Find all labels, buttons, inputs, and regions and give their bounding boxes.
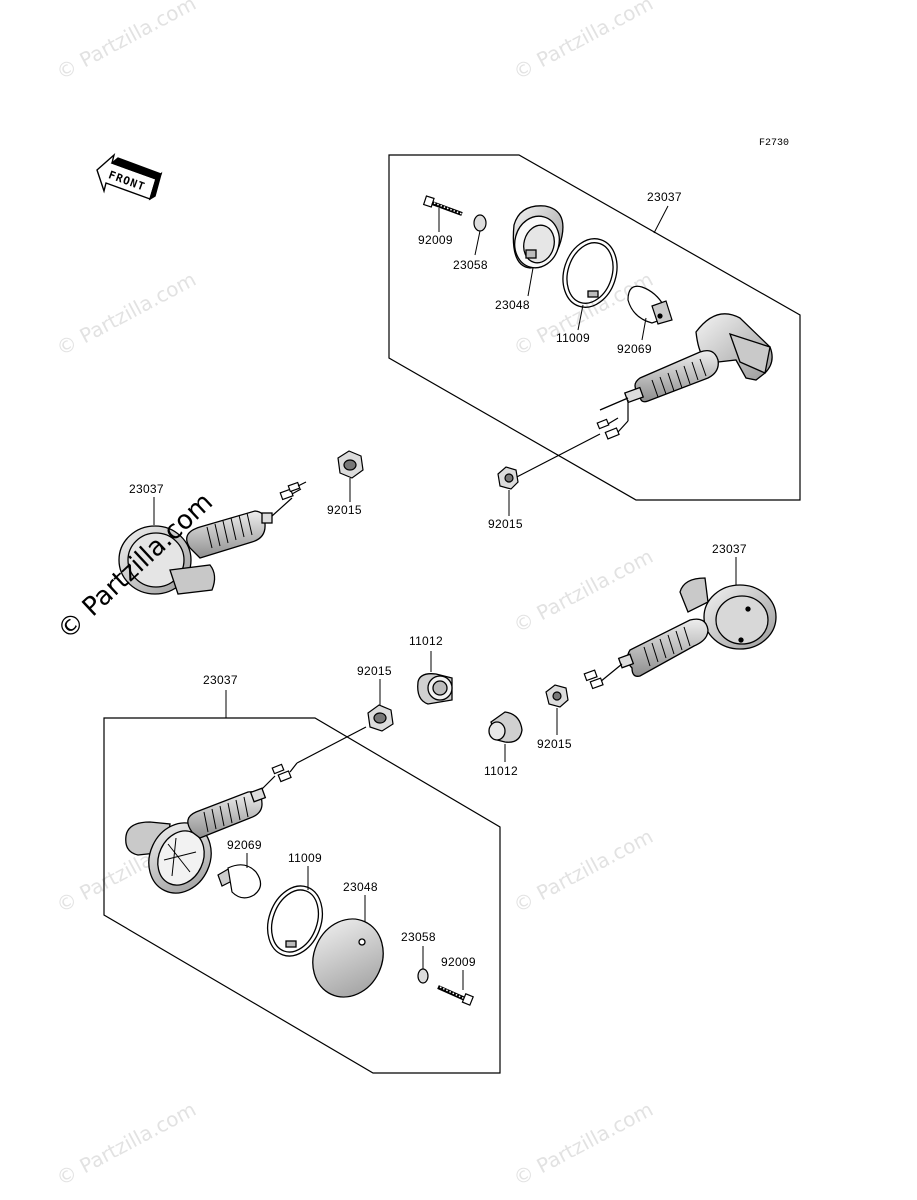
leader-line bbox=[577, 304, 584, 331]
bulb-92069-bottom bbox=[217, 864, 262, 899]
wire-connector-top-left bbox=[271, 481, 307, 517]
nut-92015-top-right bbox=[497, 466, 519, 490]
turn-signal-housing-bottom-left bbox=[125, 787, 267, 894]
callout-tr-nut: 92015 bbox=[488, 517, 523, 531]
gasket-11009-top bbox=[562, 238, 618, 308]
lens-23048-bottom bbox=[312, 918, 384, 998]
leader-line bbox=[474, 230, 481, 256]
leader-line bbox=[641, 317, 647, 341]
turn-signal-housing-right bbox=[617, 577, 777, 677]
callout-spacer-bottom: 11012 bbox=[484, 764, 518, 778]
turn-signal-housing-top-right bbox=[599, 313, 773, 411]
wire-connector-top-right bbox=[508, 400, 629, 482]
bolt-92009-bottom bbox=[437, 985, 474, 1006]
callout-bl-washer: 23058 bbox=[401, 930, 436, 944]
wire-connector-bottom-left bbox=[255, 726, 367, 796]
washer-23058-bottom bbox=[417, 968, 429, 984]
callout-tl-assembly: 23037 bbox=[129, 482, 164, 496]
callout-spacer-top: 11012 bbox=[409, 634, 443, 648]
callout-bl-nut: 92015 bbox=[357, 664, 392, 678]
nut-92015-bottom-left bbox=[367, 704, 394, 732]
leader-line bbox=[653, 205, 669, 234]
nut-92015-right bbox=[545, 684, 569, 708]
callout-tr-bolt: 92009 bbox=[418, 233, 453, 247]
gasket-11009-bottom bbox=[266, 885, 324, 957]
wire-connector-right bbox=[583, 663, 623, 690]
callout-r-nut: 92015 bbox=[537, 737, 572, 751]
washer-23058-top bbox=[473, 214, 487, 232]
callout-bl-bolt: 92009 bbox=[441, 955, 476, 969]
bolt-92009-top bbox=[422, 195, 463, 216]
figure-code: F2730 bbox=[759, 138, 790, 149]
lens-23048-top bbox=[512, 205, 564, 269]
callout-r-assembly: 23037 bbox=[712, 542, 747, 556]
spacer-11012-top bbox=[417, 673, 453, 705]
callout-bl-lens: 23048 bbox=[343, 880, 378, 894]
callout-tr-lens: 23048 bbox=[495, 298, 530, 312]
spacer-11012-bottom bbox=[488, 711, 523, 743]
callout-tr-washer: 23058 bbox=[453, 258, 488, 272]
callout-bl-assembly: 23037 bbox=[203, 673, 238, 687]
leader-line bbox=[527, 267, 534, 297]
nut-92015-top-left bbox=[337, 450, 364, 479]
bulb-92069-top bbox=[627, 285, 673, 325]
turn-signal-housing-top-left bbox=[118, 510, 273, 595]
callout-tr-bulb: 92069 bbox=[617, 342, 652, 356]
top-right-assembly-box bbox=[388, 154, 801, 501]
callout-tr-assembly: 23037 bbox=[647, 190, 682, 204]
front-arrow-icon bbox=[96, 152, 163, 201]
callout-bl-bulb: 92069 bbox=[227, 838, 262, 852]
bottom-left-assembly-box bbox=[103, 717, 501, 1074]
callout-tl-nut: 92015 bbox=[327, 503, 362, 517]
callout-bl-gasket: 11009 bbox=[288, 851, 322, 865]
callout-tr-gasket: 11009 bbox=[556, 331, 590, 345]
